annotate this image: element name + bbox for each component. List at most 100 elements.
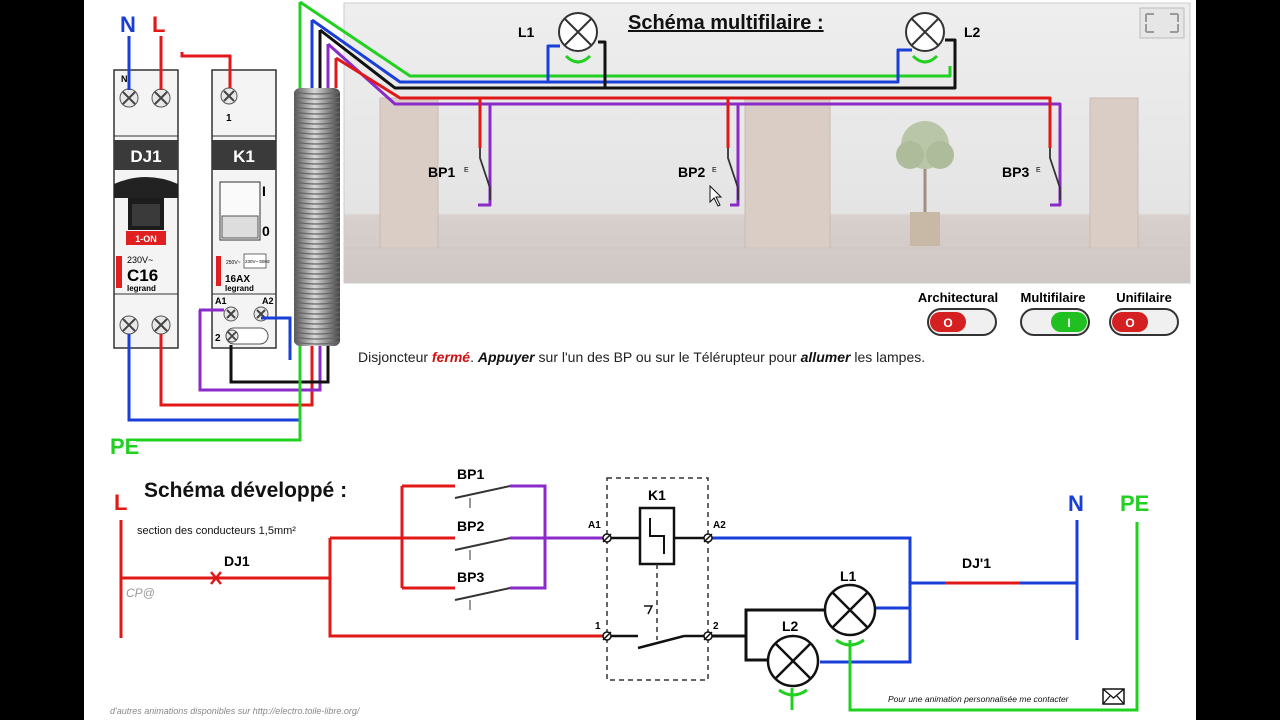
terminal-marker: [602, 631, 612, 641]
screw-terminal: [151, 88, 171, 108]
dev-bp1-label: BP1: [457, 466, 484, 482]
dev-label-neutral: N: [1068, 491, 1084, 516]
conduit-rib: [293, 271, 341, 275]
footer-left[interactable]: d'autres animations disponibles sur http…: [110, 706, 361, 716]
conduit-rib: [293, 206, 341, 210]
msg-word-allumer: allumer: [800, 349, 851, 365]
dev-dj1-label: DJ1: [224, 553, 250, 569]
bp1-label: BP1: [428, 164, 455, 180]
conduit-rib: [293, 196, 341, 200]
conduit-rib: [293, 246, 341, 250]
room-wiring: [298, 0, 1062, 207]
relay-coil-spec: 230V~ 50Hz: [245, 259, 271, 264]
conduit-rib: [293, 286, 341, 290]
conduit-rib: [293, 276, 341, 280]
msg-part: .: [470, 349, 478, 365]
lamp-l2-label: L2: [964, 24, 981, 40]
screw-terminal: [151, 315, 171, 335]
dev-contact-1: 1: [595, 621, 601, 632]
dev-breaker-dj1[interactable]: DJ1: [210, 553, 250, 585]
msg-part: les lampes.: [850, 349, 926, 365]
conduit-rib: [293, 326, 341, 330]
conduit-rib: [293, 236, 341, 240]
relay-name: K1: [233, 147, 255, 166]
msg-word-ferme: fermé: [431, 349, 471, 365]
push-button-bp1[interactable]: E BP1: [428, 148, 491, 200]
conduit-rib: [293, 201, 341, 205]
conduit-rib: [293, 166, 341, 170]
relay-terminal-1: 1: [226, 113, 232, 124]
conduit-rib: [293, 261, 341, 265]
toggle-label-architectural: Architectural: [918, 290, 998, 305]
dev-bp2-label: BP2: [457, 518, 484, 534]
conduit-rib: [293, 121, 341, 125]
mail-icon[interactable]: [1102, 688, 1125, 705]
dev-k1-label: K1: [648, 487, 666, 503]
bp2-label: BP2: [678, 164, 705, 180]
toggle-state: O: [1125, 316, 1134, 330]
lamp-l2[interactable]: L2: [905, 12, 981, 64]
fullscreen-icon[interactable]: [1139, 7, 1185, 39]
toggle-unifilaire[interactable]: O: [1109, 308, 1179, 336]
screw-terminal: [220, 87, 238, 105]
conduit-rib: [293, 146, 341, 150]
push-button-bp3[interactable]: E BP3: [1002, 148, 1061, 200]
dev-a2: A2: [713, 520, 726, 531]
relay-k1[interactable]: 1 K1 I 0 250V~ 230V~ 50Hz 16AX legrand A…: [211, 69, 277, 349]
dev-lamp-l2[interactable]: L2: [766, 618, 820, 697]
toggle-label-unifilaire: Unifilaire: [1116, 290, 1172, 305]
breaker-dj1[interactable]: N DJ1 1-ON 230V~ C16 legrand: [113, 69, 179, 349]
relay-spec: 250V~: [226, 260, 241, 266]
toggle-multifilaire[interactable]: I: [1020, 308, 1090, 336]
dev-lamp-l1[interactable]: L1: [823, 568, 877, 647]
relay-brand: legrand: [225, 284, 254, 293]
dev-push-button-bp2[interactable]: BP2: [454, 518, 511, 560]
label-line: L: [152, 12, 165, 37]
section-note: section des conducteurs 1,5mm²: [137, 525, 296, 537]
conduit-rib: [293, 131, 341, 135]
dev-push-button-bp3[interactable]: BP3: [454, 569, 511, 610]
terminal-marker: [703, 533, 713, 543]
conduit-rib: [293, 266, 341, 270]
relay-a2: A2: [262, 296, 274, 306]
conduit-rib: [293, 281, 341, 285]
bp3-label: BP3: [1002, 164, 1029, 180]
room-background: [343, 2, 1191, 284]
footer-right: Pour une animation personnalisée me cont…: [888, 694, 1070, 704]
conduit-rib: [293, 116, 341, 120]
terminal-marker: [703, 631, 713, 641]
lamp-l1[interactable]: L1: [518, 12, 598, 64]
msg-word-appuyer: Appuyer: [477, 349, 535, 365]
conduit-rib: [293, 216, 341, 220]
dev-wiring: [119, 484, 1139, 712]
toggle-architectural[interactable]: O: [927, 308, 997, 336]
conduit-rib: [293, 226, 341, 230]
breaker-brand: legrand: [127, 284, 156, 293]
msg-part: Disjoncteur: [358, 349, 432, 365]
toggle-state: I: [1067, 316, 1070, 330]
plant-icon: [896, 121, 954, 246]
conduit-rib: [293, 181, 341, 185]
conduit-rib: [293, 211, 341, 215]
conduit-rib: [293, 151, 341, 155]
breaker-terminal-n: N: [121, 74, 128, 84]
dev-label-earth: PE: [1120, 491, 1149, 516]
toggle-state: O: [943, 316, 952, 330]
dev-label-line: L: [114, 490, 127, 515]
contact-mark: E: [712, 167, 717, 174]
relay-rating: 16AX: [225, 274, 250, 285]
conduit-rib: [293, 101, 341, 105]
push-button-bp2[interactable]: E BP2: [678, 148, 739, 200]
dev-bp3-label: BP3: [457, 569, 484, 585]
screw-terminal: [119, 88, 139, 108]
relay-pos-off: 0: [262, 223, 270, 239]
signature: CP@: [126, 586, 155, 600]
dev-relay-k1[interactable]: K1 A1 A2 1 2: [588, 477, 726, 681]
breaker-state: 1-ON: [135, 234, 157, 244]
breaker-voltage: 230V~: [127, 255, 153, 265]
dev-push-button-bp1[interactable]: BP1: [454, 466, 511, 508]
conduit-rib: [293, 301, 341, 305]
screw-terminal: [223, 306, 239, 322]
conduit-rib: [293, 321, 341, 325]
conduit-rib: [293, 141, 341, 145]
